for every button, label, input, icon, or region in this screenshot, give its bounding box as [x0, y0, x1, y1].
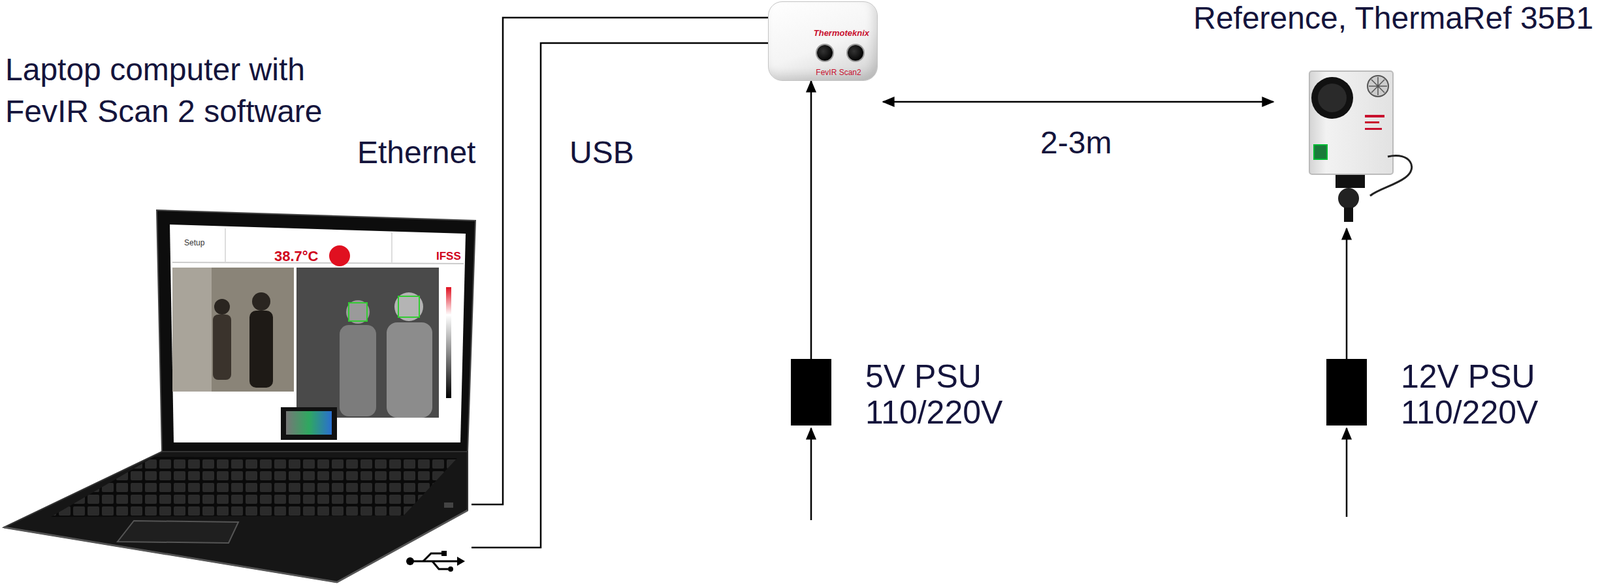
power-supply: 5V PSU 110/220V — [790, 359, 1036, 432]
reference-aperture — [1317, 83, 1347, 113]
screen-divider — [224, 228, 226, 263]
model-label: FevIR Scan2 — [768, 67, 878, 78]
camera-lens — [847, 45, 864, 61]
usb-symbol-line — [412, 560, 458, 563]
person — [214, 299, 230, 315]
laptop-port — [444, 502, 454, 509]
reference-marking — [1364, 114, 1385, 118]
film-strip — [280, 407, 337, 441]
mains-input-arrow — [810, 428, 813, 521]
tripod-ball — [1338, 188, 1360, 209]
brand-label: Thermoteknix — [768, 28, 878, 39]
face-box — [348, 303, 368, 322]
device-heading: Reference, ThermaRef 35B1 — [1084, 0, 1594, 37]
connector — [1345, 228, 1348, 360]
power-supply: 12V PSU 110/220V — [1326, 359, 1571, 432]
connector-label: 2-3m — [1040, 122, 1112, 164]
tripod-plate — [1335, 175, 1365, 189]
connector — [882, 101, 1274, 104]
usb-symbol-head — [457, 557, 465, 567]
reference-aperture — [1311, 77, 1354, 119]
usb-symbol-dot — [448, 566, 454, 573]
reference-switch — [1313, 144, 1328, 160]
connector-label: USB — [569, 131, 635, 174]
reference-fan — [1367, 75, 1389, 97]
laptop-screen — [169, 224, 466, 443]
laptop-lid — [156, 210, 476, 452]
psu-label: 12V PSU 110/220V — [1400, 359, 1571, 432]
laptop: Laptop computer with FevIR Scan 2 softwa… — [0, 48, 472, 585]
mains-input-arrow — [1345, 428, 1348, 518]
thermal-person — [386, 322, 433, 418]
connector — [471, 17, 768, 505]
connector — [471, 43, 768, 548]
thermal-camera: ThermoteknixFevIR Scan2 — [768, 1, 878, 81]
video-wall — [172, 267, 212, 392]
visible-video — [172, 267, 294, 392]
person — [212, 314, 232, 381]
screen-menu-label: Setup — [184, 237, 205, 249]
laptop-label: Laptop computer with FevIR Scan 2 softwa… — [5, 48, 339, 133]
psu-label: 5V PSU 110/220V — [865, 359, 1036, 432]
usb-symbol-branch — [432, 561, 448, 570]
temperature-readout: 38.7°C — [274, 248, 319, 266]
usb-symbol-square — [441, 551, 447, 557]
laptop-base — [3, 451, 468, 583]
tripod-stem — [1344, 207, 1354, 223]
connector-label: Ethernet — [357, 131, 476, 174]
psu-block — [790, 359, 832, 426]
thermal-video — [296, 267, 439, 418]
usb-symbol — [406, 551, 465, 573]
person — [249, 310, 273, 388]
laptop-front-edge — [3, 510, 468, 583]
person — [252, 292, 271, 311]
thermal-person — [339, 325, 377, 417]
screen-divider — [391, 232, 393, 264]
thermal-person — [394, 292, 424, 322]
connector — [810, 80, 813, 360]
keyboard — [50, 457, 458, 518]
lens-row — [768, 45, 878, 61]
reference-cable — [1370, 156, 1412, 196]
film-frame — [286, 411, 332, 435]
reference-body — [1309, 71, 1393, 175]
reference-marking — [1364, 128, 1382, 130]
psu-block — [1326, 359, 1367, 426]
thermal-person — [346, 300, 370, 324]
reference-marking — [1364, 121, 1380, 124]
color-bar — [446, 287, 452, 399]
touchpad — [117, 521, 239, 544]
alarm-indicator — [329, 245, 351, 267]
screen-logo: IFSS — [436, 249, 462, 264]
reference-fan-grille — [1368, 77, 1388, 96]
usb-symbol-branch — [423, 553, 442, 562]
reference-source: Reference, ThermaRef 35B1 — [1280, 68, 1398, 229]
camera-lens — [816, 45, 833, 61]
face-box — [398, 296, 420, 318]
